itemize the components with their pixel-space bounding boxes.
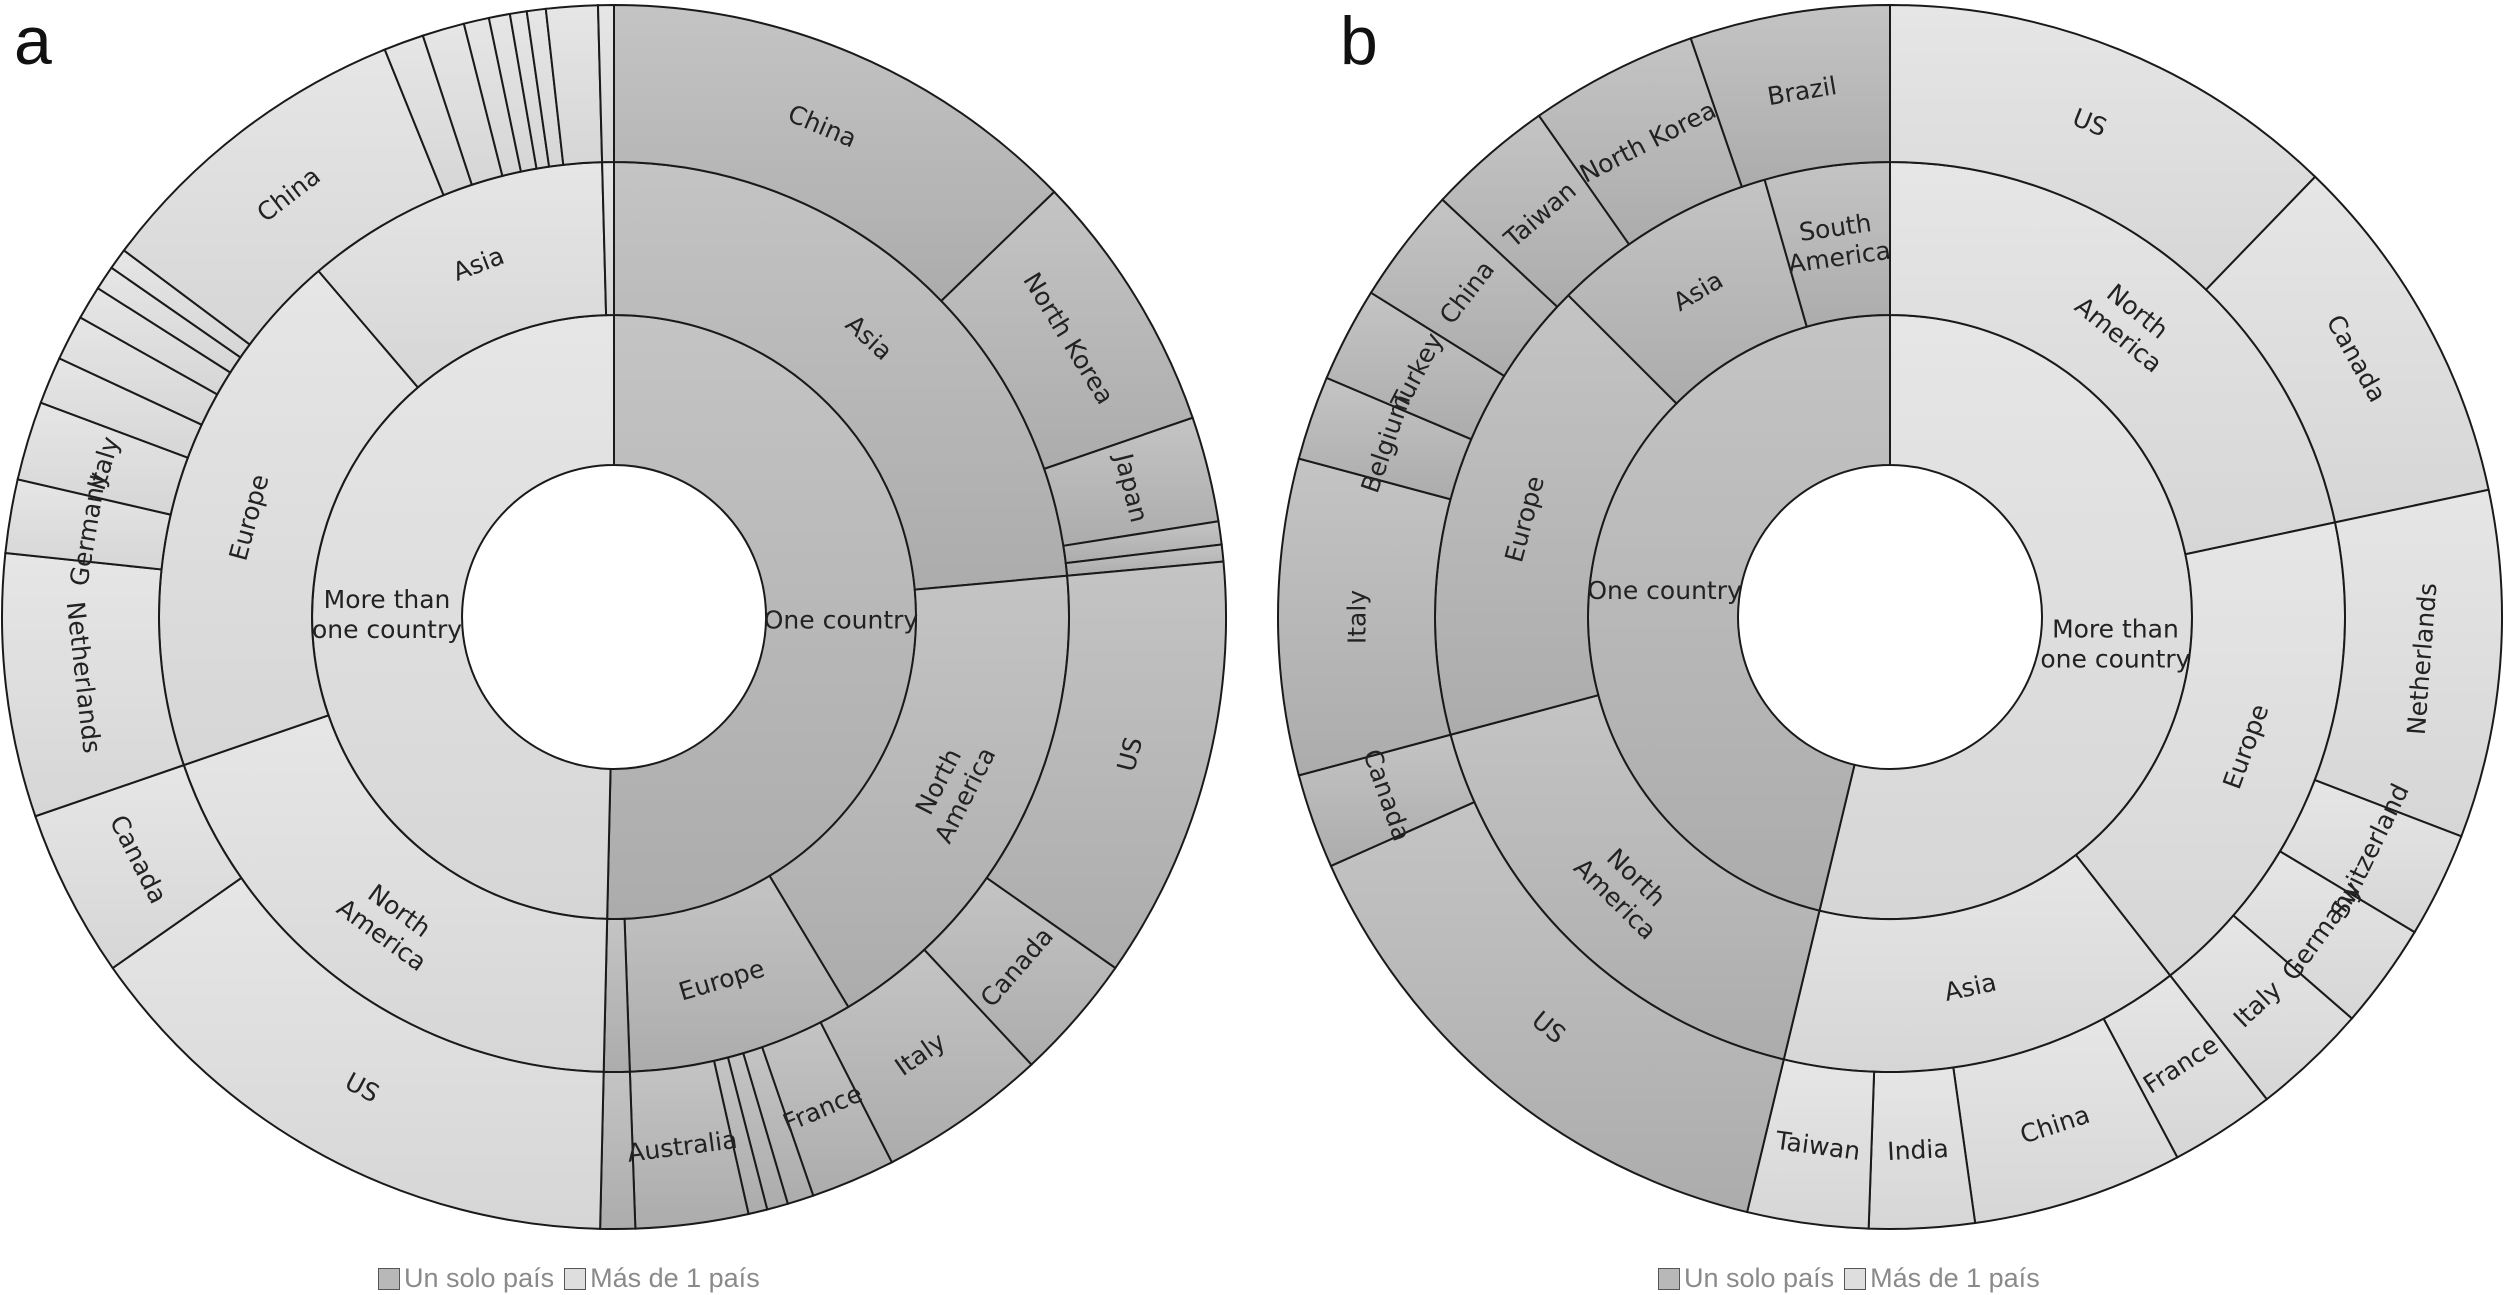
legend-panel-b: Un solo país Más de 1 país <box>1658 1263 2050 1294</box>
panel-b-letter: b <box>1340 3 1378 79</box>
legend-swatch-multi <box>564 1267 587 1290</box>
legend-label-single: Un solo país <box>404 1263 555 1293</box>
legend-swatch-multi <box>1844 1267 1867 1290</box>
legend-swatch-single <box>378 1267 400 1290</box>
country-segment-brazil <box>1689 3 1891 189</box>
legend-label-single: Un solo país <box>1684 1263 1835 1293</box>
legend-item-multi: Más de 1 país <box>564 1263 760 1294</box>
legend-item-single: Un solo país <box>378 1263 554 1294</box>
legend-panel-a: Un solo país Más de 1 país <box>378 1263 770 1294</box>
country-label-italy: Italy <box>1342 590 1371 644</box>
legend-label-multi: Más de 1 país <box>1870 1263 2040 1293</box>
legend-item-single: Un solo país <box>1658 1263 1834 1294</box>
country-label-india: India <box>1887 1134 1950 1166</box>
group-label-one-country: One country <box>764 605 919 634</box>
panel-a-letter: a <box>14 3 52 79</box>
legend-swatch-single <box>1658 1267 1680 1290</box>
legend-label-multi: Más de 1 país <box>590 1263 760 1293</box>
country-segment-unlabeled <box>596 3 615 164</box>
legend-item-multi: Más de 1 país <box>1844 1263 2040 1294</box>
group-label-one-country: One country <box>1587 576 1742 605</box>
